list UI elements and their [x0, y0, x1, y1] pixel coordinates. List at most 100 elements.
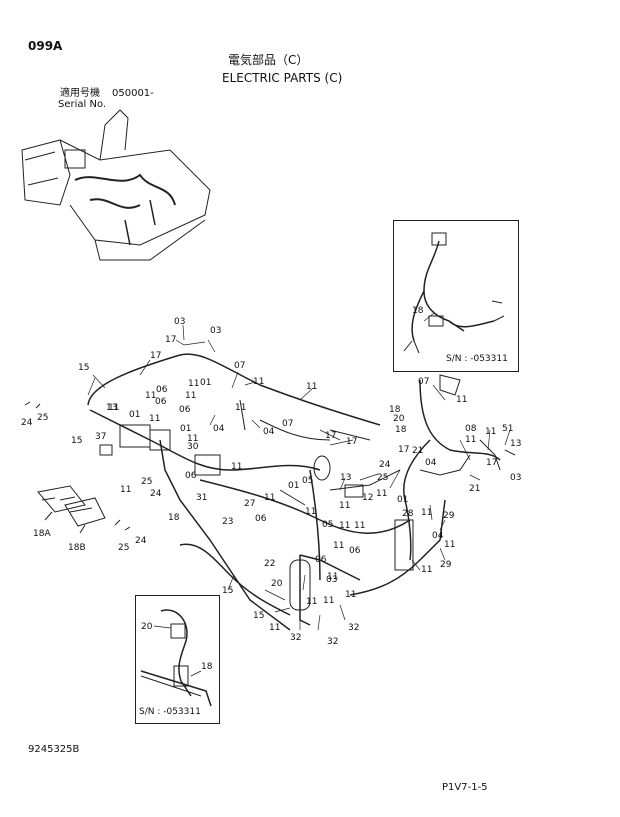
callout-17: 17: [486, 458, 498, 468]
callout-32: 32: [327, 637, 339, 647]
callout-11: 11: [305, 507, 317, 517]
callout-18: 18: [389, 405, 401, 415]
callout-15: 15: [222, 586, 234, 596]
inset-harness-drawing: [140, 609, 212, 707]
callout-06: 06: [315, 555, 327, 565]
callout-11: 11: [253, 377, 265, 387]
callout-11: 11: [354, 521, 366, 531]
callout-17: 17: [398, 445, 410, 455]
callout-11: 11: [306, 382, 318, 392]
callout-03: 03: [510, 473, 522, 483]
callout-15: 15: [71, 436, 83, 446]
callout-17: 17: [150, 351, 162, 361]
inset-serial-label: S/N : -053311: [139, 707, 201, 717]
callout-06: 06: [179, 405, 191, 415]
callout-11: 11: [188, 379, 200, 389]
callout-06: 06: [349, 546, 361, 556]
callout-12: 12: [362, 493, 374, 503]
callout-13: 13: [510, 439, 522, 449]
callout-11: 11: [145, 391, 157, 401]
callout-11: 11: [264, 493, 276, 503]
callout-05: 05: [322, 520, 334, 530]
callout-11: 11: [235, 403, 247, 413]
callout-11: 11: [231, 462, 243, 472]
callout-18: 18: [168, 513, 180, 523]
callout-04: 04: [425, 458, 437, 468]
page-reference: P1V7-1-5: [442, 782, 488, 793]
main-harness: [24, 353, 516, 631]
inset-harness-drawing: [403, 232, 505, 354]
callout-11: 11: [306, 597, 318, 607]
callout-30: 30: [187, 442, 199, 452]
callout-06: 06: [255, 514, 267, 524]
callout-07: 07: [282, 419, 294, 429]
callout-13: 13: [106, 403, 118, 413]
callout-11: 11: [465, 435, 477, 445]
callout-24: 24: [379, 460, 391, 470]
callout-17: 17: [346, 437, 358, 447]
callout-06: 06: [185, 471, 197, 481]
callout-04: 04: [213, 424, 225, 434]
callout-32: 32: [290, 633, 302, 643]
callout-51: 51: [502, 424, 514, 434]
callout-03: 03: [210, 326, 222, 336]
callout-06: 06: [155, 397, 167, 407]
callout-18A: 18A: [33, 529, 51, 539]
callout-32: 32: [348, 623, 360, 633]
callout-15: 15: [253, 611, 265, 621]
callout-11: 11: [345, 590, 357, 600]
callout-03: 03: [174, 317, 186, 327]
inset-panel-bottom-left: 20 18 S/N : -053311: [135, 595, 220, 724]
title-english: ELECTRIC PARTS (C): [222, 71, 343, 85]
callout-11: 11: [108, 403, 120, 413]
connector-18a-18b: [37, 485, 106, 534]
callout-11: 11: [339, 521, 351, 531]
callout-11: 11: [485, 427, 497, 437]
callout-07: 07: [418, 377, 430, 387]
callout-25: 25: [37, 413, 49, 423]
callout-11: 11: [339, 501, 351, 511]
callout-24: 24: [150, 489, 162, 499]
callout-11: 11: [323, 596, 335, 606]
callout-18-inset-bottom: 18: [201, 662, 213, 672]
callout-17: 17: [165, 335, 177, 345]
callout-01: 01: [288, 481, 300, 491]
drawing-number: 9245325B: [28, 744, 80, 755]
callout-11: 11: [149, 414, 161, 424]
callout-20: 20: [393, 414, 405, 424]
machine-overview-sketch: [21, 109, 211, 261]
callout-11: 11: [444, 540, 456, 550]
callout-18B: 18B: [68, 543, 86, 553]
callout-22: 22: [264, 559, 276, 569]
callout-20: 20: [271, 579, 283, 589]
callout-17: 17: [325, 431, 337, 441]
callout-25: 25: [141, 477, 153, 487]
callout-21: 21: [469, 484, 481, 494]
callout-24: 24: [21, 418, 33, 428]
callout-03: 03: [326, 575, 338, 585]
callout-07: 07: [234, 361, 246, 371]
inset-serial-label: S/N : -053311: [446, 354, 508, 364]
callout-13: 13: [340, 473, 352, 483]
callout-11: 11: [327, 572, 339, 582]
callout-11: 11: [187, 434, 199, 444]
callout-20-inset: 20: [141, 622, 153, 632]
callout-28: 28: [402, 509, 414, 519]
serial-label-english: Serial No.: [58, 99, 107, 110]
callout-11: 11: [421, 565, 433, 575]
callout-25: 25: [118, 543, 130, 553]
callout-11: 11: [421, 508, 433, 518]
callout-29: 29: [443, 511, 455, 521]
callout-15: 15: [78, 363, 90, 373]
callout-23: 23: [222, 517, 234, 527]
callout-11: 11: [456, 395, 468, 405]
callout-11: 11: [185, 391, 197, 401]
inset-panel-top-right: 18 S/N : -053311: [393, 220, 519, 372]
serial-label-japanese: 適用号機: [60, 88, 100, 99]
leader-lines: [87, 324, 511, 631]
callout-01: 01: [397, 495, 409, 505]
callout-11: 11: [376, 489, 388, 499]
callout-24: 24: [135, 536, 147, 546]
callout-29: 29: [440, 560, 452, 570]
callout-37: 37: [95, 432, 107, 442]
